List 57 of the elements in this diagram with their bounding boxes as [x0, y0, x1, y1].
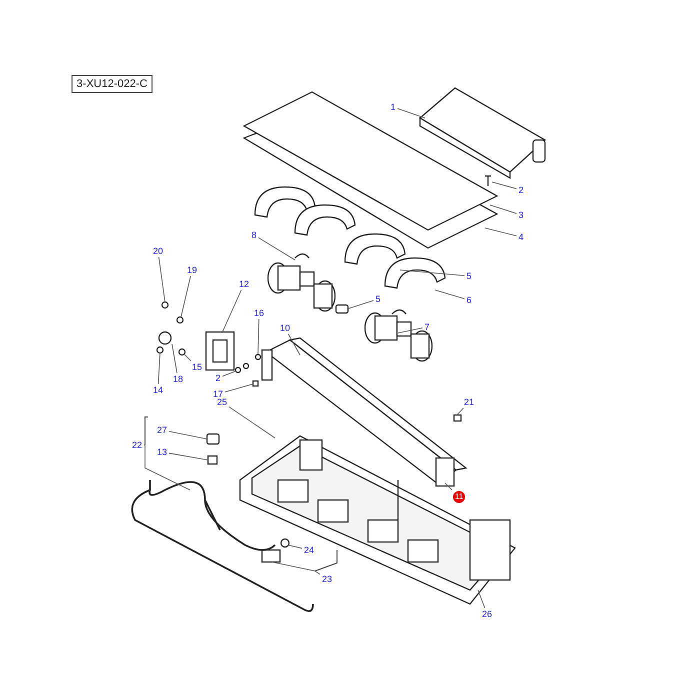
leader-line — [398, 328, 423, 334]
drawing-reference-number: 3-XU12-022-C — [72, 75, 152, 93]
callout-number: 13 — [156, 447, 168, 457]
leader-line — [456, 408, 464, 416]
callout-number: 8 — [250, 230, 258, 240]
leader-line — [168, 452, 208, 460]
callout-number: 18 — [172, 374, 184, 384]
leader-line — [168, 431, 208, 440]
leader-line — [434, 290, 465, 300]
leader-line — [158, 352, 160, 384]
leader-line — [492, 182, 517, 190]
callout-number: 26 — [481, 609, 493, 619]
callout-number: 2 — [214, 373, 222, 383]
callout-number: 25 — [216, 397, 228, 407]
callout-number: 14 — [152, 385, 164, 395]
callout-number: 16 — [253, 308, 265, 318]
leader-line — [484, 228, 517, 236]
leader-line — [144, 444, 190, 490]
callout-number: 5 — [374, 294, 382, 304]
leader-line — [258, 237, 296, 260]
leader-line — [444, 482, 452, 490]
callout-number: 15 — [191, 362, 203, 372]
callout-number: 23 — [321, 574, 333, 584]
leader-line — [158, 256, 166, 302]
leader-line — [288, 334, 300, 356]
leader-line — [180, 276, 191, 318]
callout-number: 22 — [131, 440, 143, 450]
leader-line — [478, 590, 486, 608]
leader-line — [490, 204, 517, 214]
leader-line — [184, 354, 192, 362]
leader-line — [222, 290, 242, 334]
callout-number: 24 — [303, 545, 315, 555]
callout-number: 6 — [466, 295, 472, 305]
leader-line — [258, 318, 260, 354]
callout-number: 21 — [463, 397, 475, 407]
leader-line — [346, 300, 374, 310]
callout-number: 4 — [518, 232, 524, 242]
callout-number: 10 — [279, 323, 291, 333]
callout-number: 19 — [186, 265, 198, 275]
leader-line — [222, 370, 236, 377]
leader-line — [272, 562, 320, 575]
callout-number: 17 — [212, 389, 224, 399]
leader-line — [400, 270, 465, 276]
callout-number: 27 — [156, 425, 168, 435]
leader-line — [228, 406, 276, 438]
leader-line — [172, 344, 178, 374]
callout-number: 20 — [152, 246, 164, 256]
leader-line — [397, 108, 426, 118]
leader-line — [288, 544, 302, 549]
callout-number: 3 — [518, 210, 524, 220]
callout-number: 1 — [390, 102, 396, 112]
leader-line — [224, 384, 254, 392]
callout-number: 7 — [424, 322, 430, 332]
callout-number: 12 — [238, 279, 250, 289]
callout-number: 11 — [453, 491, 465, 503]
callout-number: 2 — [518, 185, 524, 195]
callout-number: 5 — [466, 271, 472, 281]
